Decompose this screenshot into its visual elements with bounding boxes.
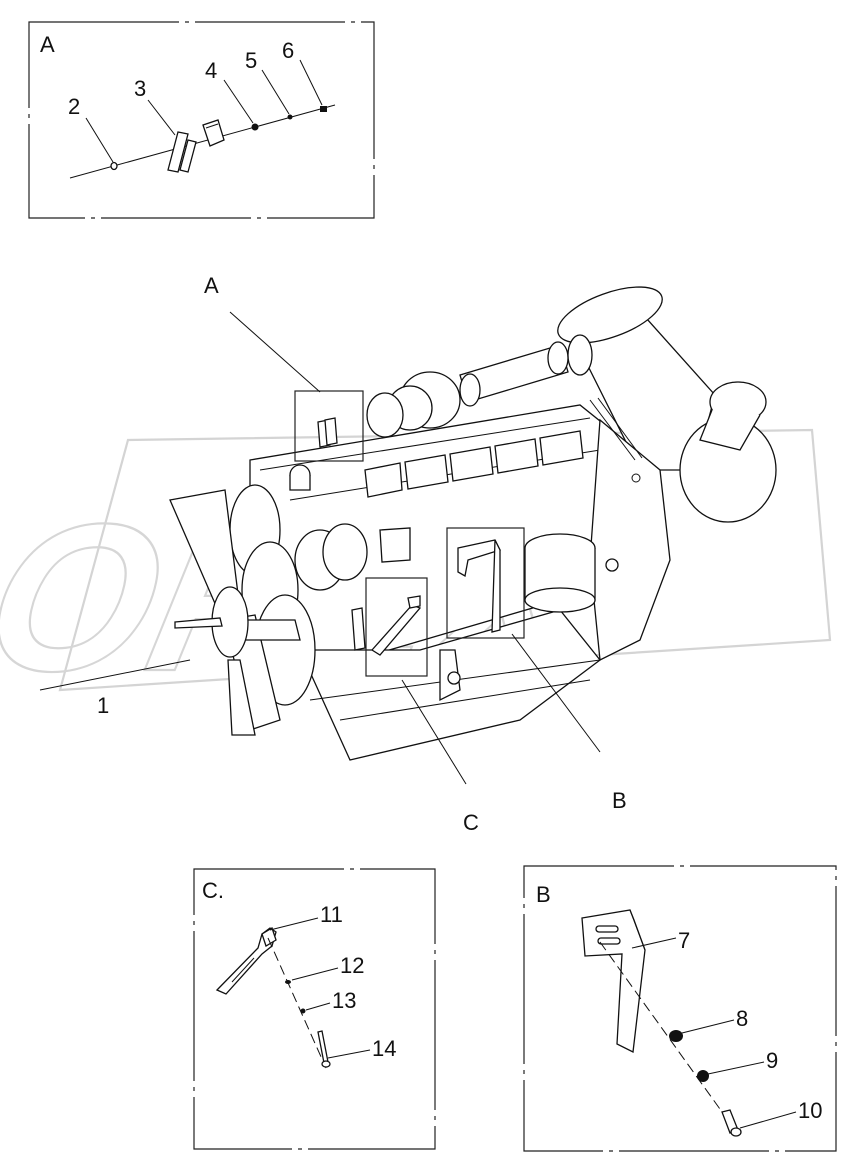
part-4-washer [251,123,259,131]
engine-assembly: A 1 C B [39,273,777,835]
part-clamp-block [202,119,225,147]
detail-view-c: C. 11 12 13 14 [193,868,436,1150]
bracket-b-installed [446,527,525,639]
detail-view-a: A 2 3 4 5 6 [28,21,375,219]
part-number-1: 1 [97,693,109,718]
detail-c-frame [193,868,436,1150]
detail-b-frame [523,865,837,1152]
detail-view-b: B 7 8 9 10 [523,865,837,1152]
part-number-4: 4 [205,58,217,83]
part-6-nut [320,106,327,112]
oil-filters [524,533,619,613]
part-number-7: 7 [678,928,690,953]
callout-c-label: C [463,810,479,835]
detail-a-frame [28,21,375,219]
part-number-13: 13 [332,988,356,1013]
part-number-6: 6 [282,38,294,63]
part-8-washer [669,1030,683,1042]
detail-a-title: A [40,32,55,57]
clamp-a-installed [294,390,364,462]
part-14-bolt [317,1030,331,1068]
part-number-14: 14 [372,1036,396,1061]
part-7-bracket [581,909,646,1053]
cooling-fan [169,489,301,736]
part-number-11: 11 [320,902,343,927]
part-2-washer [110,161,118,171]
bracket-c-installed [365,577,428,677]
part-9-washer [697,1070,709,1082]
part-number-9: 9 [766,1048,778,1073]
part-number-3: 3 [134,76,146,101]
callout-a-label: A [204,273,219,298]
part-3-strap [167,131,197,173]
part-number-12: 12 [340,953,364,978]
part-5-washer [287,114,293,120]
part-number-8: 8 [736,1006,748,1031]
exhaust-pipe [366,334,593,438]
detail-b-title: B [536,882,551,907]
part-11-bracket [215,927,277,995]
part-number-5: 5 [245,48,257,73]
muffler [557,286,777,523]
part-number-10: 10 [798,1098,822,1123]
front-pulleys [229,464,411,706]
part-10-bolt [721,1109,742,1137]
part-number-2: 2 [68,94,80,119]
part-13-washer [300,1008,306,1014]
detail-c-title: C. [202,878,224,903]
part-12-washer [285,980,291,984]
callout-b-label: B [612,788,627,813]
valve-covers [364,430,584,498]
